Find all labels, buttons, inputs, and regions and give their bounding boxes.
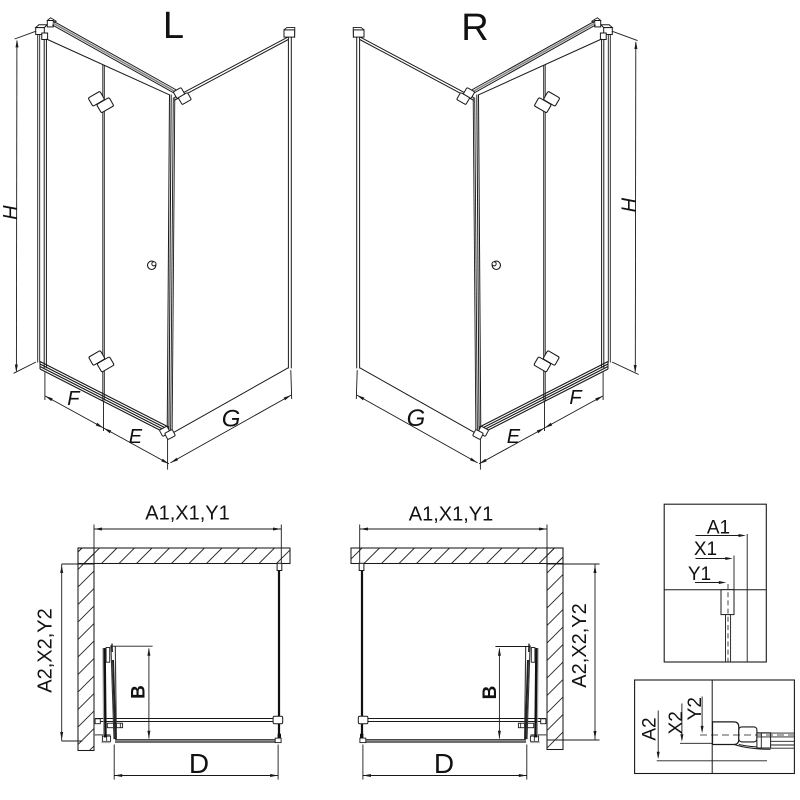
- svg-text:E: E: [129, 426, 143, 448]
- svg-text:Y1: Y1: [688, 564, 711, 585]
- svg-text:X2: X2: [666, 711, 687, 734]
- svg-text:A1,X1,Y1: A1,X1,Y1: [145, 503, 230, 525]
- svg-text:X1: X1: [694, 539, 717, 560]
- svg-text:F: F: [569, 387, 583, 409]
- svg-text:B: B: [480, 686, 501, 700]
- svg-text:G: G: [407, 405, 426, 432]
- svg-text:A2,X2,Y2: A2,X2,Y2: [569, 603, 591, 688]
- svg-text:E: E: [507, 426, 521, 448]
- svg-text:L: L: [163, 5, 184, 47]
- svg-text:A1,X1,Y1: A1,X1,Y1: [409, 504, 494, 526]
- svg-text:D: D: [434, 748, 454, 779]
- svg-text:A1: A1: [707, 518, 730, 539]
- svg-text:D: D: [189, 748, 209, 779]
- svg-text:H: H: [0, 205, 20, 220]
- svg-text:A2,X2,Y2: A2,X2,Y2: [35, 608, 57, 693]
- svg-text:A2: A2: [640, 717, 661, 740]
- svg-text:H: H: [617, 197, 639, 212]
- svg-text:F: F: [67, 388, 81, 410]
- svg-text:Y2: Y2: [685, 697, 706, 720]
- svg-text:R: R: [461, 7, 488, 49]
- svg-text:G: G: [222, 406, 241, 433]
- svg-text:B: B: [129, 685, 150, 699]
